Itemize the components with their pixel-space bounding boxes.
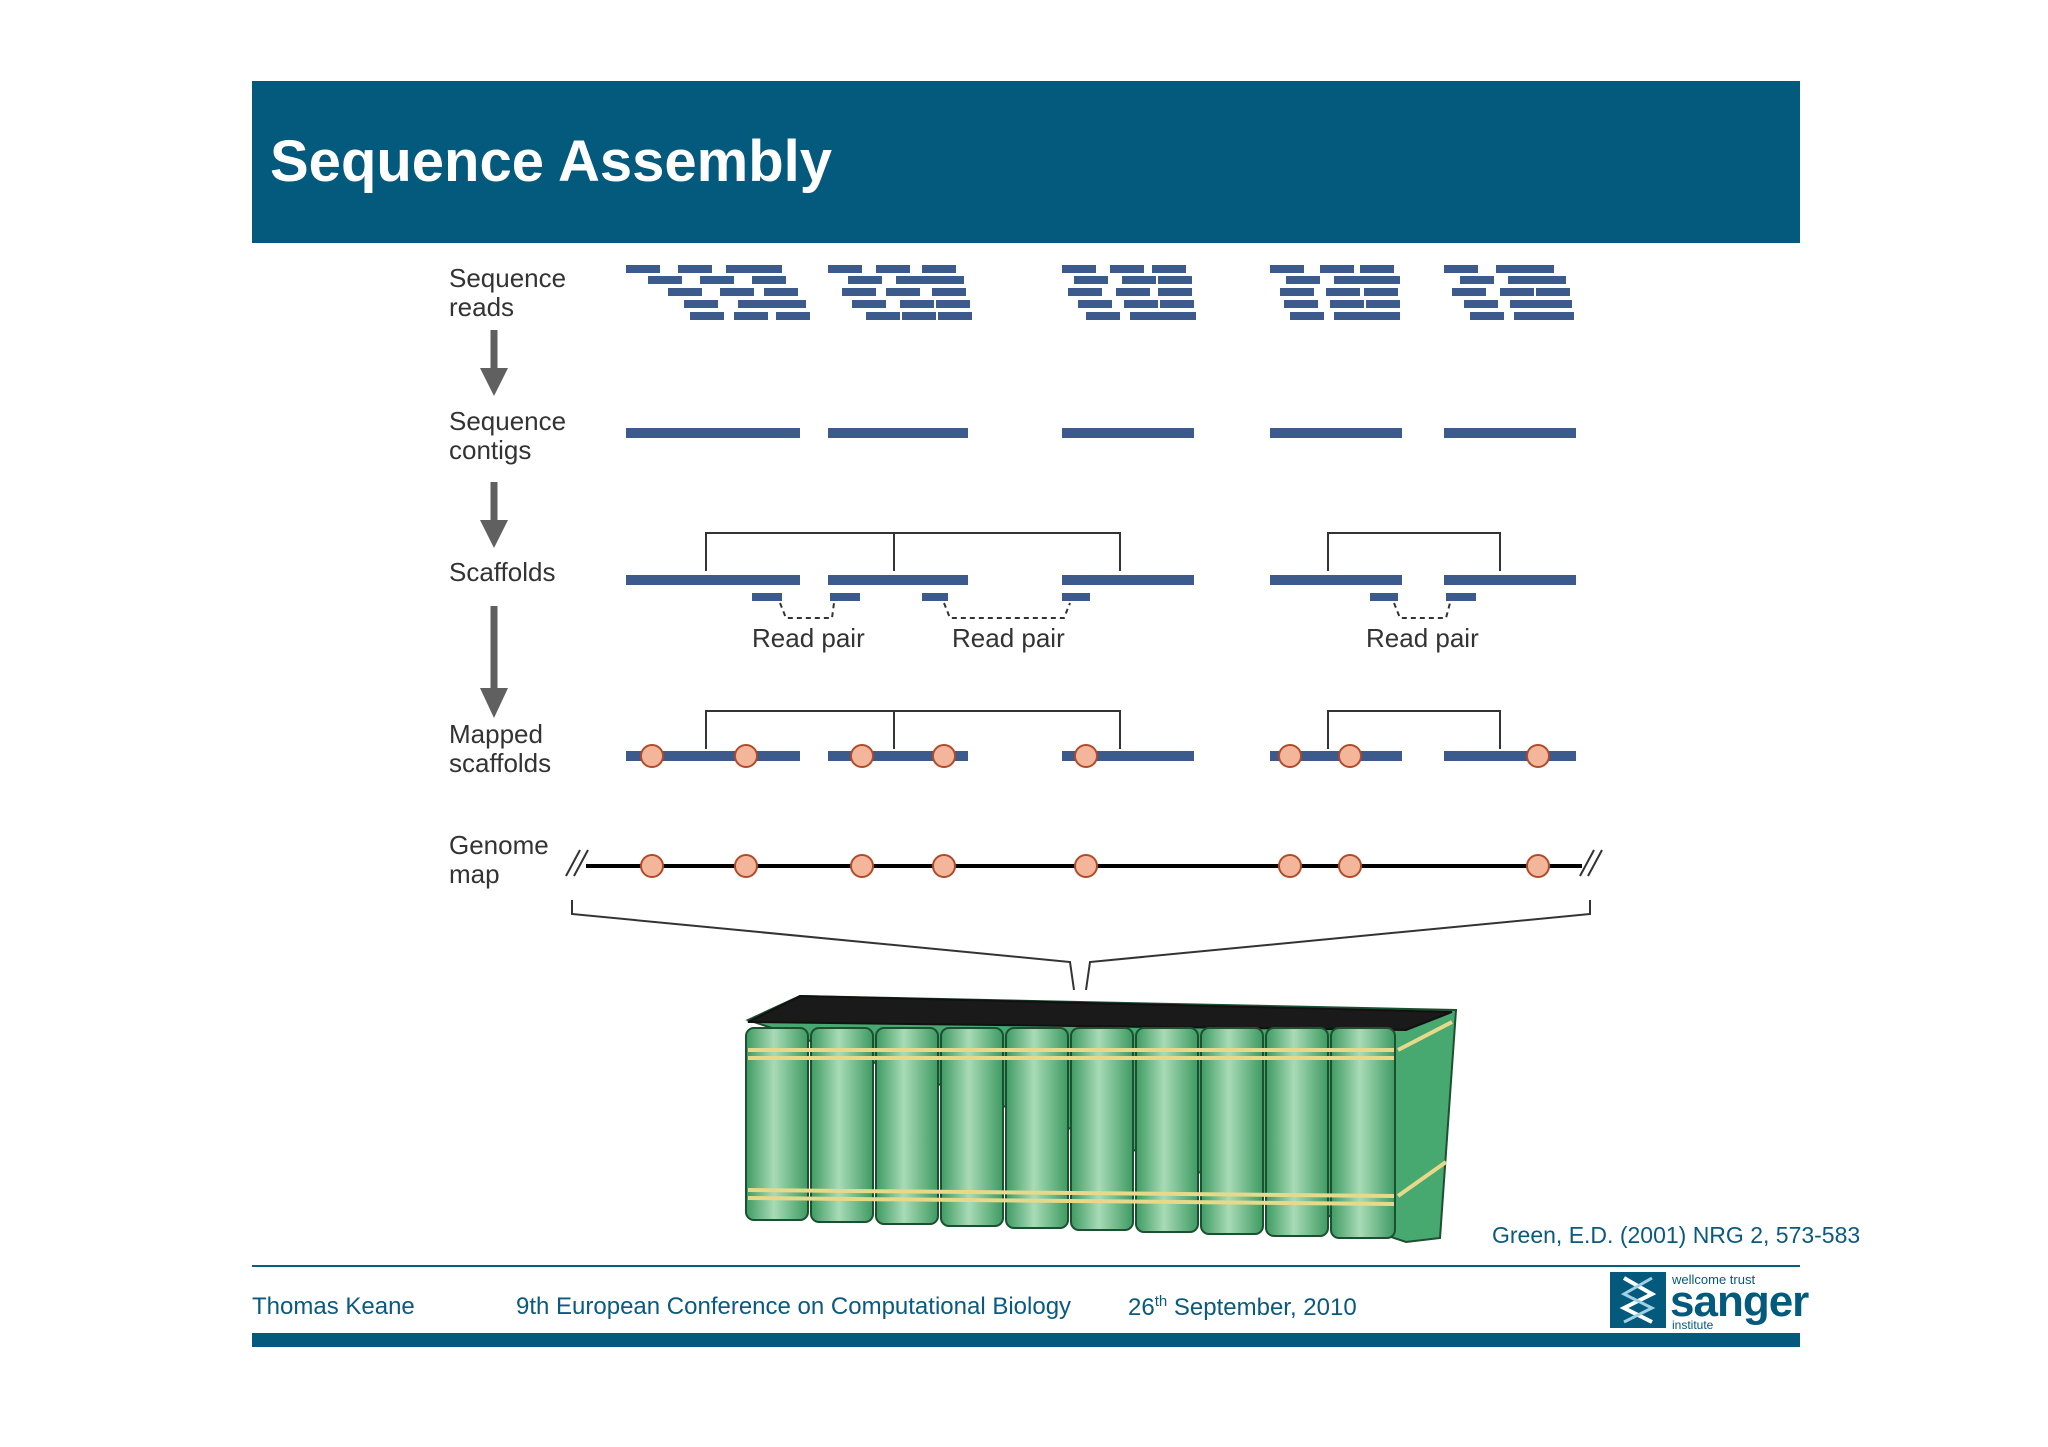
marker-dot-icon [1278, 744, 1302, 768]
slide-title: Sequence Assembly [270, 129, 832, 194]
arrow-down-icon [480, 330, 508, 396]
sequence-contigs [626, 428, 1576, 438]
read-pair-label: Read pair [1366, 623, 1479, 653]
marker-dot-icon [932, 744, 956, 768]
sequence-reads [626, 265, 1574, 320]
label-mapped-scaffolds: Mapped scaffolds [449, 719, 551, 778]
logo-sub-text: institute [1672, 1318, 1714, 1332]
sanger-logo: wellcome trust sanger institute [1610, 1272, 1809, 1332]
arrow-down-icon [480, 482, 508, 548]
marker-dot-icon [1278, 854, 1302, 878]
label-sequence-contigs: Sequence contigs [449, 406, 573, 465]
brace [571, 900, 1591, 991]
read-pair-label: Read pair [752, 623, 865, 653]
marker-dot-icon [850, 744, 874, 768]
marker-dot-icon [1074, 744, 1098, 768]
footer-date-day: 26 [1128, 1294, 1155, 1321]
label-genome-map: Genome map [449, 830, 556, 889]
footer-author: Thomas Keane [252, 1293, 415, 1320]
marker-dot-icon [1074, 854, 1098, 878]
marker-dot-icon [734, 854, 758, 878]
books-library-icon [745, 994, 1458, 1244]
marker-dot-icon [850, 854, 874, 878]
title-bar: Sequence Assembly [252, 81, 1800, 243]
logo-top-text: wellcome trust [1672, 1272, 1756, 1287]
marker-dot-icon [640, 744, 664, 768]
scaffolds: Read pair Read pair Read pair [626, 532, 1576, 653]
footer-date-rest: September, 2010 [1167, 1294, 1357, 1321]
read-pair-label: Read pair [952, 623, 1065, 653]
footer-date: 26th September, 2010 [1128, 1293, 1357, 1322]
footer-conference: 9th European Conference on Computational… [516, 1293, 1072, 1320]
marker-dot-icon [1338, 854, 1362, 878]
marker-dot-icon [1526, 744, 1550, 768]
label-scaffolds: Scaffolds [449, 557, 555, 587]
marker-dot-icon [932, 854, 956, 878]
citation: Green, E.D. (2001) NRG 2, 573-583 [1492, 1222, 1861, 1248]
footer-divider [252, 1265, 1800, 1267]
marker-dot-icon [1526, 854, 1550, 878]
dna-logo-icon [1610, 1272, 1666, 1328]
genome-map [565, 849, 1603, 878]
marker-dot-icon [1338, 744, 1362, 768]
footer-date-suffix: th [1154, 1293, 1168, 1310]
label-sequence-reads: Sequence reads [449, 263, 573, 322]
logo-main-text: sanger [1670, 1277, 1809, 1326]
marker-dot-icon [640, 854, 664, 878]
mapped-scaffolds [626, 710, 1576, 768]
footer-bar [252, 1333, 1800, 1347]
arrow-down-icon [480, 606, 508, 718]
marker-dot-icon [734, 744, 758, 768]
